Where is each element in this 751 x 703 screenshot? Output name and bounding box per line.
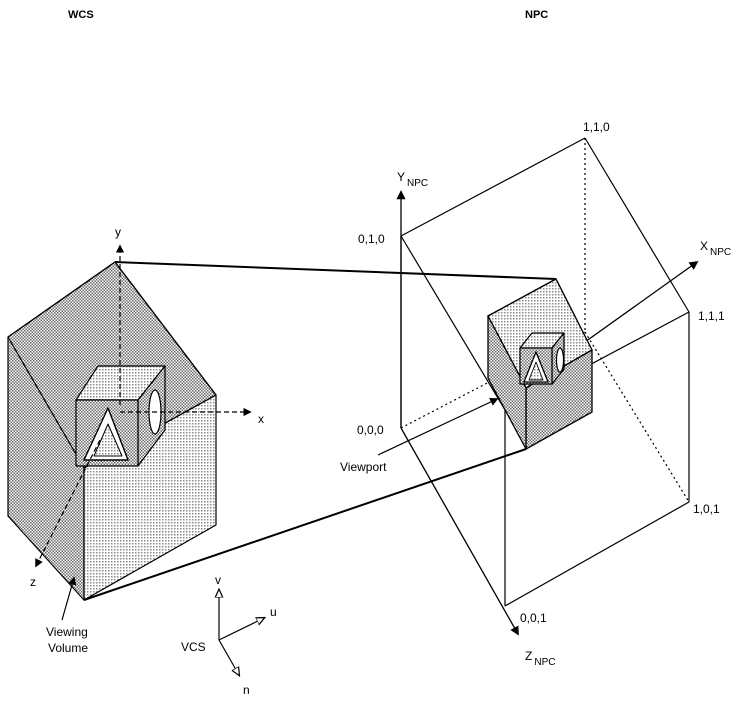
viewport-pointer <box>377 398 499 456</box>
corner-1-0-1: 1,0,1 <box>693 502 720 516</box>
wcs-y-label: y <box>115 225 121 239</box>
vcs-axes <box>219 590 264 675</box>
corner-0-1-0: 0,1,0 <box>358 232 385 246</box>
vcs-v-label: v <box>215 573 221 587</box>
wcs-object-cube <box>75 365 166 467</box>
viewing-volume-pointer <box>61 576 77 621</box>
wcs-z-label: z <box>30 575 36 589</box>
vcs-label: VCS <box>181 640 206 654</box>
viewing-volume-label-2: Volume <box>48 641 88 655</box>
wcs-header: WCS <box>68 9 94 21</box>
corner-1-1-1: 1,1,1 <box>698 309 725 323</box>
npc-z-axis <box>400 427 519 636</box>
projection-lines <box>83 261 557 601</box>
vcs-n-label: n <box>243 683 250 697</box>
npc-object-cube <box>519 332 565 385</box>
wcs-x-label: x <box>258 412 264 426</box>
vcs-u-axis <box>218 618 264 641</box>
corner-0-0-0: 0,0,0 <box>357 423 384 437</box>
wcs-axes <box>35 244 252 568</box>
corner-0-0-1: 0,0,1 <box>520 611 547 625</box>
vcs-n-axis <box>218 639 239 675</box>
npc-header: NPC <box>525 9 548 21</box>
viewing-volume-label-1: Viewing <box>46 625 88 639</box>
corner-1-1-0: 1,1,0 <box>583 120 610 134</box>
viewport-label: Viewport <box>340 460 387 474</box>
vcs-u-label: u <box>270 605 277 619</box>
